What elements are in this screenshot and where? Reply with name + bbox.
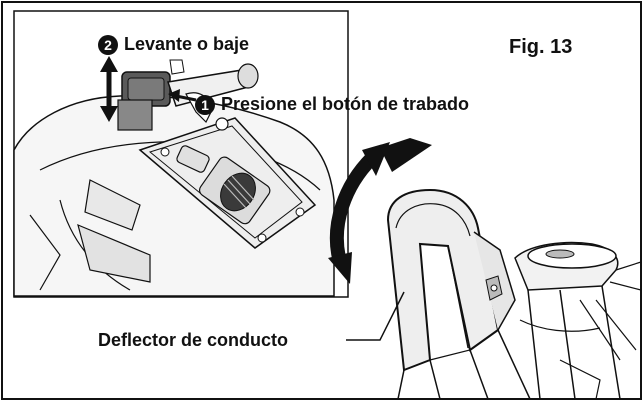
adjustment-gear — [198, 156, 271, 225]
control-tower — [514, 241, 642, 400]
step-2-badge: 2 — [98, 34, 118, 55]
step-2-label: 2 Levante o baje — [98, 34, 249, 55]
rotate-arrow-icon — [328, 138, 432, 284]
up-down-arrow-icon — [100, 56, 118, 122]
lock-handle — [117, 59, 259, 131]
detail-inset — [13, 10, 349, 298]
deflector-callout-label: Deflector de conducto — [98, 330, 289, 350]
step-1-badge: 1 — [195, 94, 215, 115]
figure-title: Fig. 13 — [509, 36, 573, 58]
step-1-text: Presione el botón de trabado — [221, 94, 470, 114]
press-arrow-icon — [168, 89, 197, 102]
step-2-text: Levante o baje — [124, 34, 250, 54]
chute-deflector — [386, 188, 531, 400]
step-1-label: 1 Presione el botón de trabado — [195, 94, 469, 115]
deflector-leader-line — [346, 291, 405, 341]
